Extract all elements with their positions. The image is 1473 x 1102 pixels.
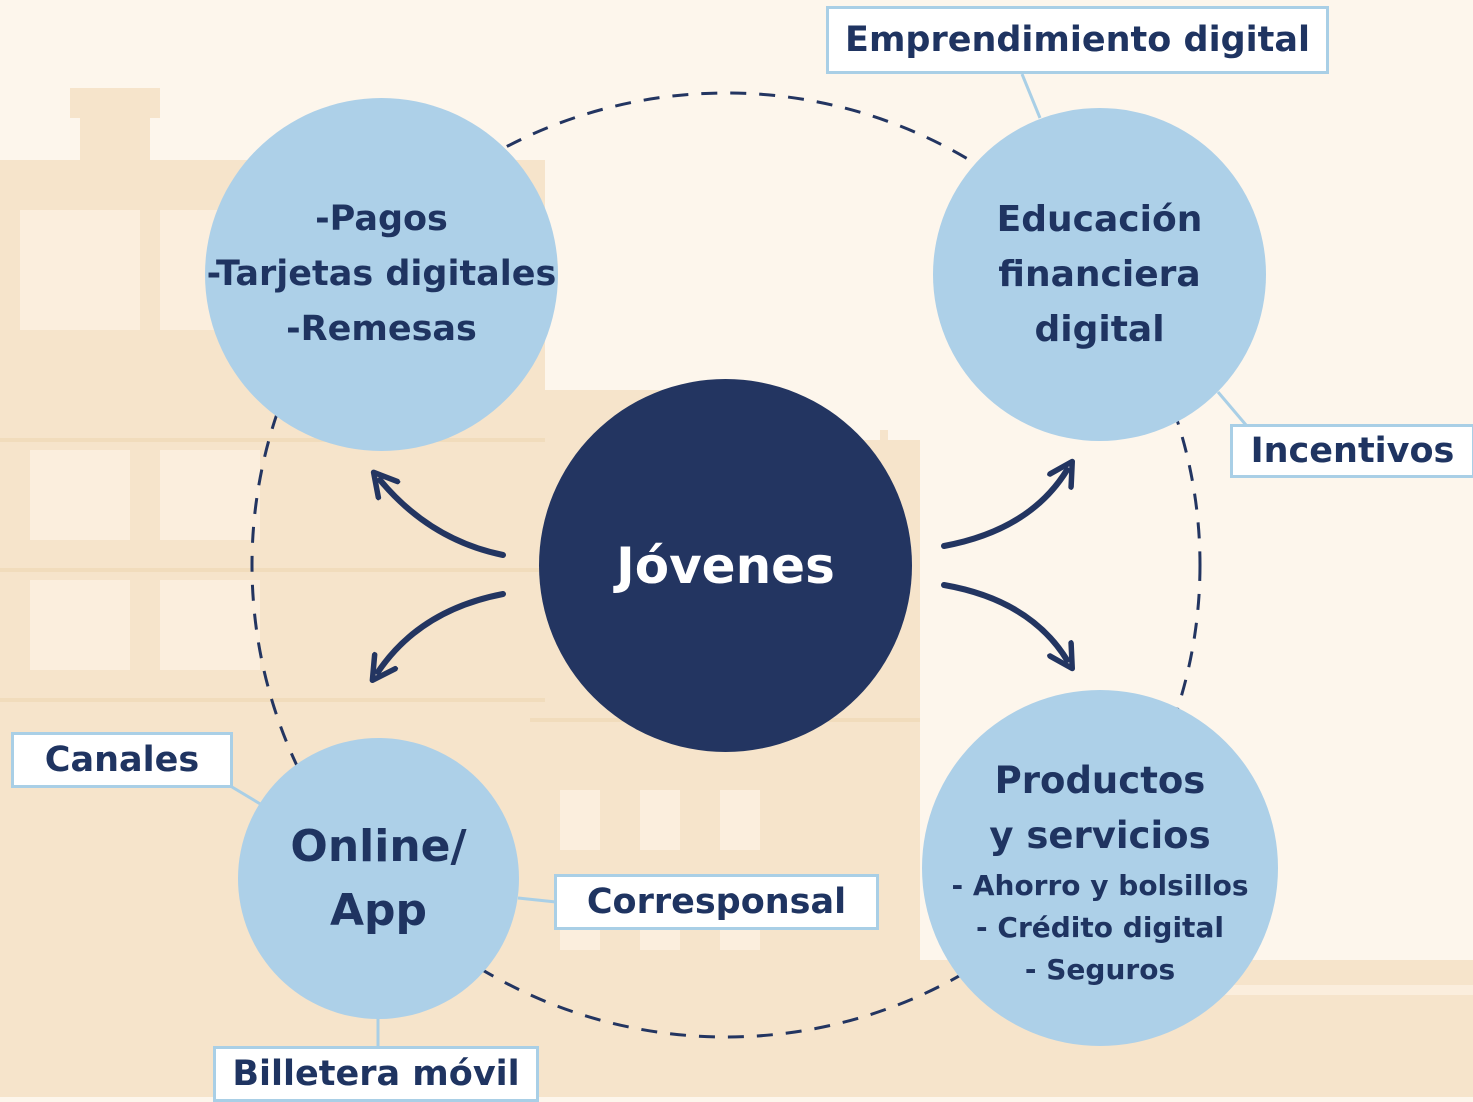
products-title-2: y servicios bbox=[989, 814, 1211, 857]
tag-billetera-text: Billetera móvil bbox=[232, 1054, 520, 1094]
products-item-ahorro: - Ahorro y bolsillos bbox=[951, 869, 1249, 902]
payments-line-tarjetas: -Tarjetas digitales bbox=[206, 254, 557, 294]
tag-canales-text: Canales bbox=[44, 740, 200, 780]
center-label: Jóvenes bbox=[616, 536, 835, 595]
tag-emprendimiento-digital: Emprendimiento digital bbox=[826, 6, 1329, 74]
tag-emprendimiento-text: Emprendimiento digital bbox=[845, 20, 1310, 60]
dashed-orbit bbox=[250, 91, 1202, 1039]
payments-line-pagos: -Pagos bbox=[315, 199, 448, 239]
connector-emprendimiento bbox=[1020, 73, 1042, 119]
payments-line-remesas: -Remesas bbox=[286, 309, 477, 349]
connector-corresponsal bbox=[517, 896, 557, 904]
education-line-2: financiera bbox=[998, 254, 1201, 295]
tag-incentivos: Incentivos bbox=[1230, 424, 1473, 478]
connector-incentivos bbox=[1216, 391, 1248, 426]
jovenes-center-circle: Jóvenes bbox=[539, 379, 912, 752]
education-circle: Educación financiera digital bbox=[933, 108, 1266, 441]
tag-canales: Canales bbox=[11, 732, 233, 788]
products-item-credito: - Crédito digital bbox=[976, 911, 1224, 944]
education-line-3: digital bbox=[1034, 309, 1165, 350]
tag-billetera-movil: Billetera móvil bbox=[213, 1046, 539, 1102]
tag-corresponsal-text: Corresponsal bbox=[586, 882, 847, 922]
products-circle: Productos y servicios - Ahorro y bolsill… bbox=[922, 690, 1278, 1046]
tag-corresponsal: Corresponsal bbox=[554, 874, 879, 930]
connector-canales bbox=[231, 785, 263, 807]
education-line-1: Educación bbox=[996, 199, 1203, 240]
channels-line-1: Online/ bbox=[290, 820, 467, 872]
payments-circle: -Pagos -Tarjetas digitales -Remesas bbox=[205, 98, 558, 451]
tag-incentivos-text: Incentivos bbox=[1250, 431, 1455, 471]
products-title-1: Productos bbox=[994, 759, 1206, 802]
products-item-seguros: - Seguros bbox=[1024, 953, 1176, 986]
channels-circle: Online/ App bbox=[238, 738, 519, 1019]
channels-line-2: App bbox=[329, 884, 428, 936]
